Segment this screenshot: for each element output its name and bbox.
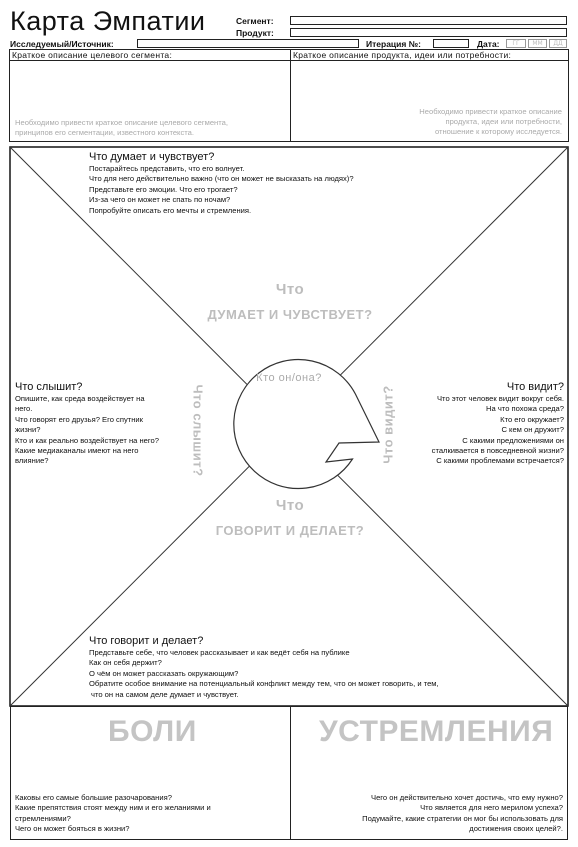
hears-section[interactable]: Что слышит? Опишите, как среда воздейств…: [15, 381, 159, 467]
product-field[interactable]: [290, 28, 567, 37]
pains-title: БОЛИ: [108, 715, 197, 748]
page-title: Карта Эмпатии: [10, 6, 206, 36]
says-section[interactable]: Что говорит и делает? Представьте себе, …: [89, 635, 439, 700]
researched-field[interactable]: [137, 39, 359, 48]
date-year-field[interactable]: ГГ: [506, 39, 526, 48]
thinks-big-label-2: ДУМАЕТ И ЧУВСТВУЕТ?: [207, 307, 373, 322]
says-big-label-1: Что: [275, 497, 305, 514]
product-description-hint: Необходимо привести краткое описание про…: [419, 107, 562, 136]
sees-prompts: Что этот человек видит вокруг себя. На ч…: [431, 394, 564, 466]
hears-big-label: Что слышит?: [190, 384, 206, 477]
says-prompts: Представьте себе, что человек рассказыва…: [89, 648, 439, 699]
iteration-label: Итерация №:: [366, 39, 421, 49]
thinks-prompts: Постарайтесь представить, что его волнуе…: [89, 164, 354, 215]
sees-section[interactable]: Что видит? Что этот человек видит вокруг…: [432, 381, 564, 467]
gains-title: УСТРЕМЛЕНИЯ: [319, 715, 554, 748]
hears-prompts: Опишите, как среда воздействует на него.…: [15, 394, 159, 466]
segment-label: Сегмент:: [236, 16, 274, 26]
pains-box[interactable]: БОЛИ Каковы его самые большие разочарова…: [10, 706, 291, 840]
segment-description-header: Краткое описание целевого сегмента:: [10, 50, 290, 61]
hears-title: Что слышит?: [15, 381, 83, 393]
sees-big-label: Что видит?: [380, 385, 396, 464]
date-month-field[interactable]: ММ: [528, 39, 547, 48]
says-title: Что говорит и делает?: [89, 635, 204, 647]
thinks-big-label-1: Что: [275, 281, 305, 298]
sees-title: Что видит?: [506, 381, 564, 393]
segment-field[interactable]: [290, 16, 567, 25]
segment-description-hint: Необходимо привести краткое описание цел…: [15, 118, 228, 137]
says-big-label-2: ГОВОРИТ И ДЕЛАЕТ?: [215, 523, 365, 538]
center-label: Кто он/она?: [256, 372, 322, 384]
gains-box[interactable]: УСТРЕМЛЕНИЯ Чего он действительно хочет …: [290, 706, 568, 840]
gains-prompts: Чего он действительно хочет достичь, что…: [362, 793, 563, 834]
date-label: Дата:: [477, 39, 500, 49]
product-description-header: Краткое описание продукта, идеи или потр…: [291, 50, 568, 61]
date-day-field[interactable]: ДД: [549, 39, 567, 48]
researched-label: Исследуемый/Источник:: [10, 39, 114, 49]
iteration-field[interactable]: [433, 39, 469, 48]
product-description-box[interactable]: Краткое описание продукта, идеи или потр…: [290, 49, 569, 142]
pains-prompts: Каковы его самые большие разочарования? …: [15, 793, 211, 834]
product-label: Продукт:: [236, 28, 274, 38]
thinks-section[interactable]: Что думает и чувствует? Постарайтесь пре…: [89, 151, 354, 216]
thinks-title: Что думает и чувствует?: [89, 151, 215, 163]
